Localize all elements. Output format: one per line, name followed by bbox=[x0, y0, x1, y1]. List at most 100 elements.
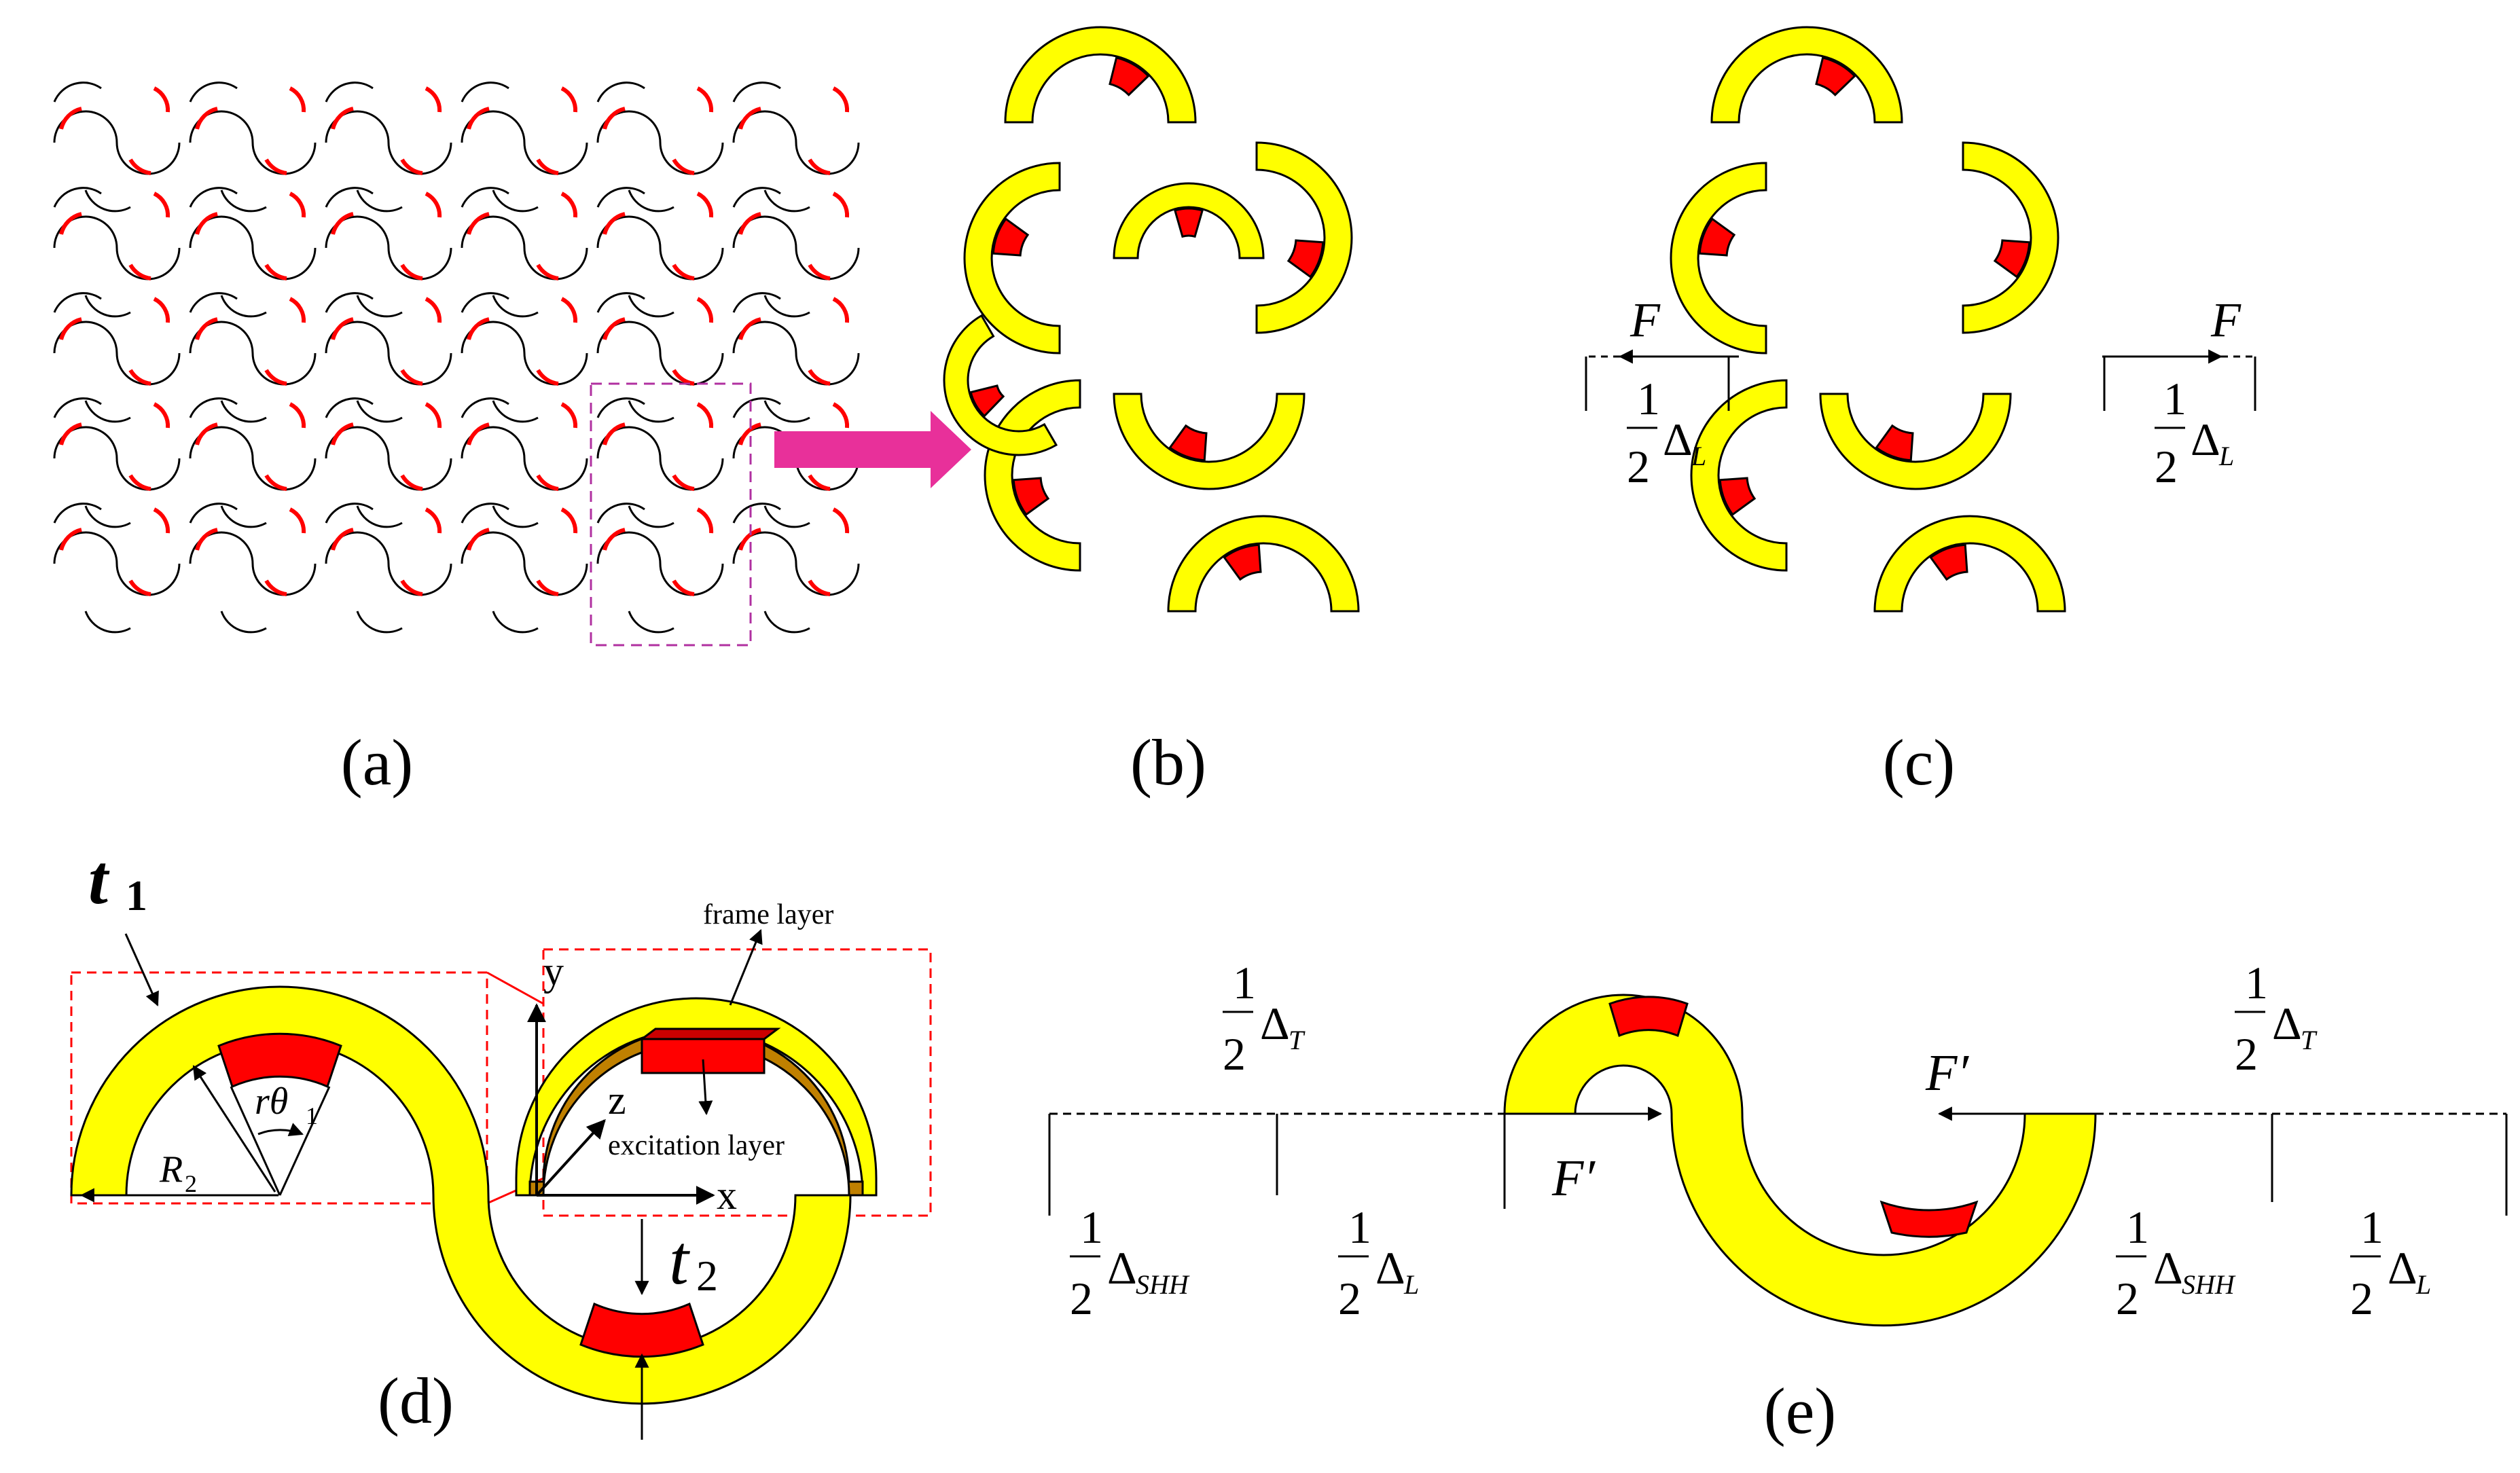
delta-symbol: Δ bbox=[2153, 1242, 2183, 1294]
lattice-excitation-mark bbox=[808, 263, 831, 280]
lattice-excitation-mark bbox=[536, 369, 559, 386]
lattice-excitation-mark bbox=[400, 158, 423, 175]
delta-subscript: SHH bbox=[1136, 1269, 1190, 1300]
lattice-excitation-mark bbox=[808, 474, 831, 491]
lattice-curve bbox=[763, 611, 810, 634]
label-half-delta-l-left: 1 2 Δ L bbox=[1338, 1201, 1419, 1324]
lattice-excitation-mark bbox=[832, 86, 850, 113]
lattice-curve bbox=[628, 400, 674, 423]
lattice-excitation-mark bbox=[467, 107, 490, 130]
lattice-excitation-mark bbox=[602, 528, 626, 551]
lattice-curve bbox=[325, 503, 374, 524]
lattice-excitation-mark bbox=[696, 402, 714, 429]
lattice-excitation-mark bbox=[425, 192, 442, 218]
lattice-excitation-mark bbox=[808, 369, 831, 386]
lattice-curve bbox=[596, 426, 724, 491]
lattice-curve bbox=[492, 295, 539, 318]
force-e-left-label: F′ bbox=[1551, 1150, 1596, 1207]
lattice-excitation-mark bbox=[400, 579, 423, 596]
lattice-excitation-mark bbox=[467, 422, 490, 445]
lattice-excitation-mark bbox=[832, 297, 850, 323]
lattice-curve bbox=[732, 110, 860, 175]
lattice-curve bbox=[189, 110, 317, 175]
delta-subscript: SHH bbox=[2182, 1269, 2236, 1300]
lattice-excitation-mark bbox=[738, 212, 761, 235]
frac-den: 2 bbox=[2235, 1028, 2258, 1080]
excitation-patch-e-lower bbox=[1879, 1200, 1979, 1238]
t1-arrow bbox=[124, 933, 159, 1006]
lattice-excitation-mark bbox=[128, 579, 151, 596]
excitation-patch-upper bbox=[217, 1032, 342, 1089]
lattice-curve bbox=[628, 189, 674, 213]
excitation-patch bbox=[1993, 239, 2031, 278]
lattice-curve bbox=[596, 81, 645, 103]
lattice-curve bbox=[461, 81, 509, 103]
lattice-curve bbox=[53, 187, 102, 208]
lattice-curve bbox=[356, 505, 403, 528]
delta-subscript: T bbox=[1289, 1025, 1306, 1055]
lattice-curve bbox=[492, 505, 539, 528]
detail-connector-top bbox=[486, 971, 544, 1005]
lattice-curve bbox=[220, 611, 267, 634]
frame-arm bbox=[1819, 393, 2012, 490]
excitation-patch bbox=[1815, 56, 1856, 96]
lattice-excitation-mark bbox=[331, 422, 354, 445]
lattice-curve bbox=[189, 187, 238, 208]
lattice-excitation-mark bbox=[467, 212, 490, 235]
lattice-curve bbox=[628, 295, 674, 318]
excitation-patch bbox=[1875, 424, 1914, 462]
lattice-curve bbox=[189, 81, 238, 103]
lattice-excitation-mark bbox=[331, 317, 354, 340]
frame-arm bbox=[1113, 182, 1265, 259]
lattice-curve bbox=[732, 215, 860, 280]
lattice-excitation-mark bbox=[264, 369, 287, 386]
lattice-excitation-mark bbox=[738, 528, 761, 551]
frame-arm bbox=[984, 379, 1081, 572]
label-half-delta-t-right: 1 2 Δ T bbox=[2235, 957, 2318, 1080]
detail-box-left bbox=[70, 971, 488, 1205]
lattice-excitation-mark bbox=[696, 297, 714, 323]
label-half-delta-shh-left: 1 2 Δ SHH bbox=[1070, 1201, 1190, 1324]
r-theta-label: rθ bbox=[255, 1080, 288, 1123]
lattice-curve bbox=[732, 321, 860, 386]
half-num-right: 1 bbox=[2163, 373, 2186, 424]
lattice-curve bbox=[53, 215, 181, 280]
lattice-excitation-mark bbox=[59, 317, 82, 340]
lattice-curve bbox=[492, 189, 539, 213]
frac-num: 1 bbox=[1080, 1201, 1103, 1253]
t1-subscript: 1 bbox=[126, 871, 147, 920]
lattice-curve bbox=[492, 611, 539, 634]
lattice-curve bbox=[53, 110, 181, 175]
lattice-curve bbox=[325, 215, 452, 280]
delta-right: Δ bbox=[2191, 414, 2220, 465]
lattice-curve bbox=[53, 321, 181, 386]
delta-left: Δ bbox=[1663, 414, 1693, 465]
lattice-curve bbox=[356, 400, 403, 423]
axis-z bbox=[535, 1119, 606, 1197]
delta-sub-right: L bbox=[2218, 441, 2234, 471]
lattice-excitation-mark bbox=[672, 263, 695, 280]
lattice-excitation-mark bbox=[602, 107, 626, 130]
r2-label: R bbox=[159, 1148, 183, 1190]
lattice-curve bbox=[325, 531, 452, 596]
lattice-curve bbox=[189, 426, 317, 491]
frame-arm bbox=[1873, 515, 2066, 613]
frame-arm bbox=[1004, 26, 1197, 124]
lattice-excitation-mark bbox=[264, 579, 287, 596]
panel-d: t 1 rθ 1 R 2 t 2 y x z frame layer bbox=[70, 841, 932, 1440]
lattice-excitation-mark bbox=[696, 192, 714, 218]
delta-symbol: Δ bbox=[2388, 1242, 2417, 1294]
excitation-patch-lower bbox=[579, 1302, 704, 1358]
lattice-excitation-mark bbox=[425, 86, 442, 113]
lattice-excitation-mark bbox=[128, 263, 151, 280]
lattice-curve bbox=[596, 215, 724, 280]
excitation-patch bbox=[1109, 56, 1150, 96]
lattice-excitation-mark bbox=[560, 297, 578, 323]
frame-arm bbox=[1690, 379, 1788, 572]
lattice-excitation-mark bbox=[602, 422, 626, 445]
frame-arm bbox=[963, 162, 1061, 354]
delta-subscript: L bbox=[1403, 1269, 1419, 1300]
lattice-curve bbox=[596, 503, 645, 524]
frame-arm bbox=[1710, 26, 1903, 124]
lattice-curve bbox=[461, 426, 588, 491]
